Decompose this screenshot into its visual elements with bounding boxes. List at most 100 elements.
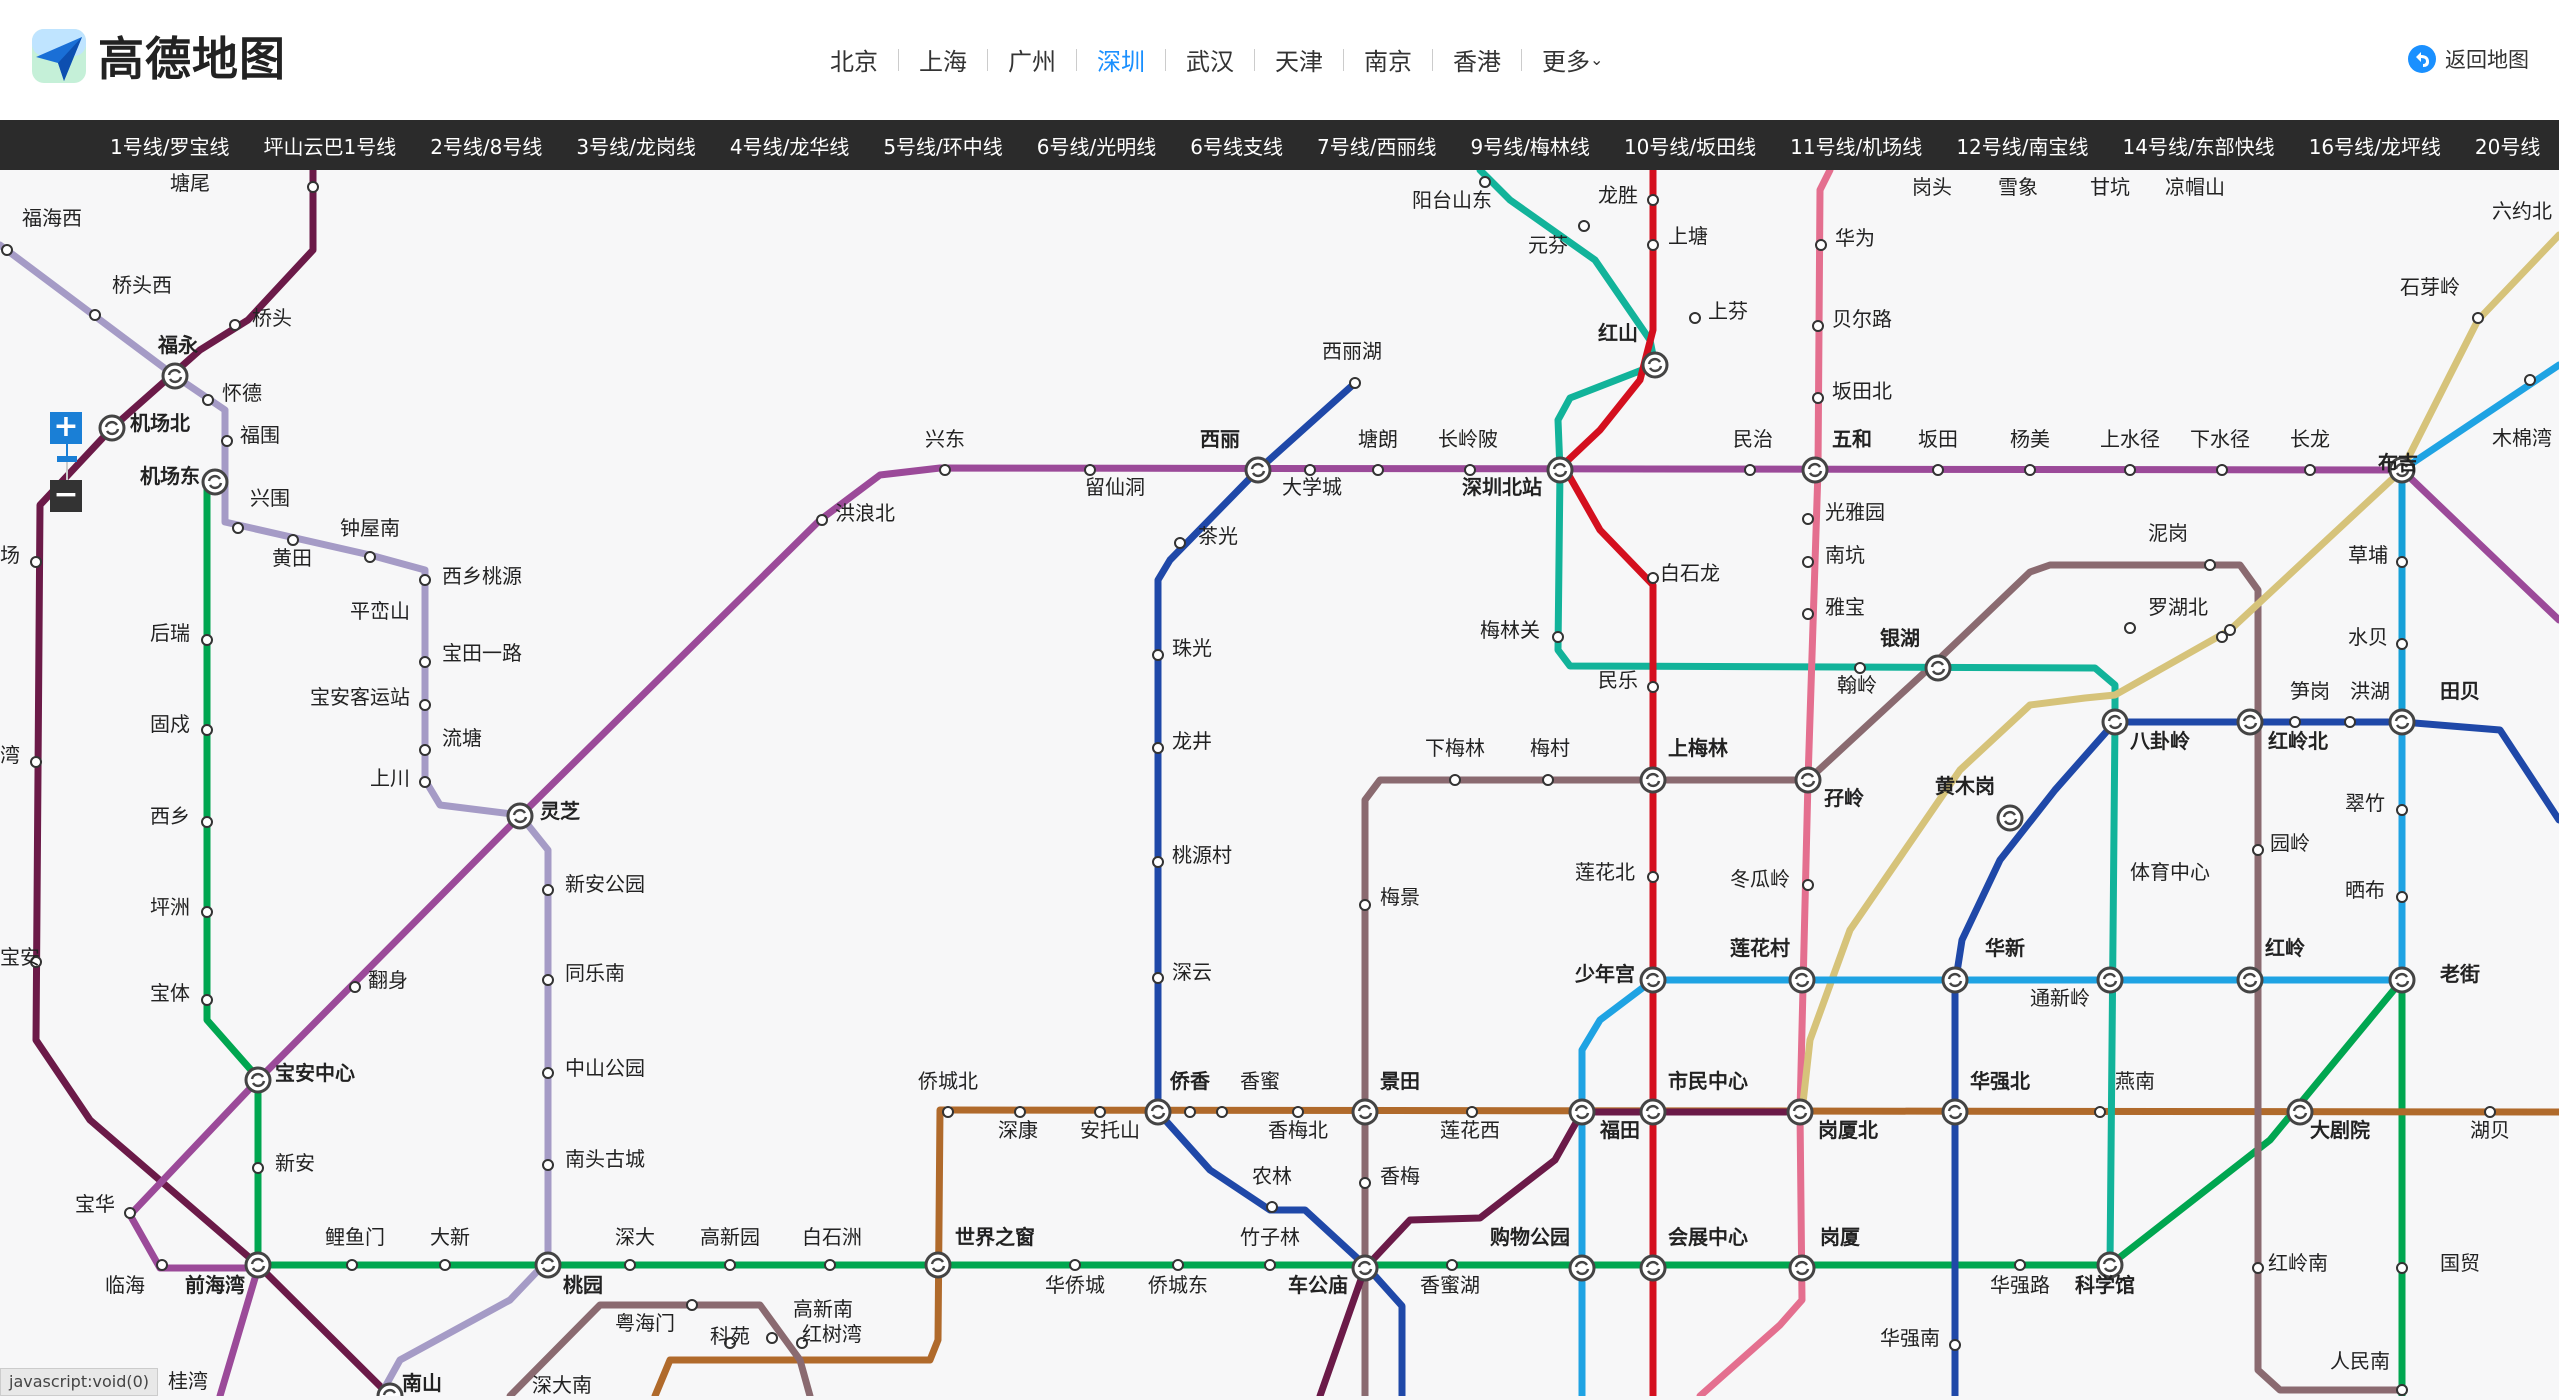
zoom-out-button[interactable]: − bbox=[50, 480, 82, 512]
station-node[interactable] bbox=[1174, 537, 1186, 549]
station-label[interactable]: 安托山 bbox=[1080, 1118, 1140, 1142]
line-tab[interactable]: 16号线/龙坪线 bbox=[2308, 134, 2441, 159]
station-label[interactable]: 华为 bbox=[1835, 226, 1875, 250]
station-label[interactable]: 甘坑 bbox=[2090, 175, 2130, 199]
station-label[interactable]: 燕南 bbox=[2115, 1069, 2155, 1093]
station-node[interactable] bbox=[816, 514, 828, 526]
transfer-icon[interactable] bbox=[2236, 966, 2264, 994]
transfer-icon[interactable] bbox=[1639, 766, 1667, 794]
transfer-icon[interactable] bbox=[1568, 1254, 1596, 1282]
station-label[interactable]: 泥岗 bbox=[2148, 521, 2188, 545]
line-tab[interactable]: 6号线/光明线 bbox=[1036, 134, 1157, 159]
station-node[interactable] bbox=[686, 1299, 698, 1311]
chevron-down-icon[interactable]: ⌄ bbox=[1590, 50, 1604, 69]
station-label[interactable]: 老街 bbox=[2440, 962, 2480, 986]
station-label[interactable]: 岗厦 bbox=[1820, 1225, 1861, 1249]
line-tab[interactable]: 9号线/梅林线 bbox=[1470, 134, 1590, 159]
station-node[interactable] bbox=[232, 522, 244, 534]
station-label[interactable]: 购物公园 bbox=[1490, 1225, 1570, 1249]
transfer-icon[interactable] bbox=[1924, 654, 1952, 682]
station-node[interactable] bbox=[419, 744, 431, 756]
station-label[interactable]: 华强南 bbox=[1880, 1326, 1940, 1350]
station-label[interactable]: 水贝 bbox=[2348, 625, 2388, 649]
station-node[interactable] bbox=[724, 1337, 736, 1349]
station-label[interactable]: 侨城东 bbox=[1148, 1273, 1208, 1297]
station-node[interactable] bbox=[2224, 624, 2236, 636]
station-label[interactable]: 坂田 bbox=[1918, 427, 1958, 451]
station-label[interactable]: 草埔 bbox=[2348, 543, 2388, 567]
station-label[interactable]: 黄木岗 bbox=[1935, 774, 1995, 798]
station-label[interactable]: 深康 bbox=[998, 1118, 1038, 1142]
station-label[interactable]: 桂湾 bbox=[168, 1369, 208, 1393]
station-node[interactable] bbox=[287, 534, 299, 546]
station-label[interactable]: 长龙 bbox=[2290, 427, 2330, 451]
station-label[interactable]: 香蜜湖 bbox=[1420, 1273, 1480, 1297]
transfer-icon[interactable] bbox=[376, 1382, 404, 1400]
line-tab[interactable]: 5号线/环中线 bbox=[883, 134, 1003, 159]
station-label[interactable]: 翰岭 bbox=[1837, 673, 1877, 697]
station-label[interactable]: 华强北 bbox=[1970, 1069, 2030, 1093]
transfer-icon[interactable] bbox=[161, 362, 189, 390]
station-label[interactable]: 桥头西 bbox=[112, 273, 172, 297]
station-label[interactable]: 科苑 bbox=[710, 1324, 750, 1348]
station-label[interactable]: 塘朗 bbox=[1358, 427, 1398, 451]
station-label[interactable]: 灵芝 bbox=[540, 799, 580, 823]
transfer-icon[interactable] bbox=[1641, 351, 1669, 379]
station-label[interactable]: 上芬 bbox=[1708, 299, 1748, 323]
station-node[interactable] bbox=[419, 656, 431, 668]
station-node[interactable] bbox=[1647, 871, 1659, 883]
station-node[interactable] bbox=[1802, 513, 1814, 525]
station-node[interactable] bbox=[1744, 464, 1756, 476]
line-tab[interactable]: 20号线 bbox=[2474, 134, 2541, 159]
line-tab[interactable]: 12号线/南宝线 bbox=[1956, 134, 2089, 159]
station-label[interactable]: 香梅北 bbox=[1268, 1118, 1328, 1142]
station-node[interactable] bbox=[1, 244, 13, 256]
station-node[interactable] bbox=[2216, 464, 2228, 476]
station-label[interactable]: 笋岗 bbox=[2290, 679, 2330, 703]
line-tab[interactable]: 坪山云巴1号线 bbox=[263, 134, 397, 159]
station-label[interactable]: 南山 bbox=[402, 1371, 442, 1395]
station-node[interactable] bbox=[2396, 1384, 2408, 1396]
station-node[interactable] bbox=[1802, 556, 1814, 568]
station-label[interactable]: 市民中心 bbox=[1668, 1069, 1748, 1093]
station-node[interactable] bbox=[1184, 1106, 1196, 1118]
station-node[interactable] bbox=[229, 319, 241, 331]
station-label[interactable]: 莲花西 bbox=[1440, 1118, 1500, 1142]
station-label[interactable]: 桥头 bbox=[252, 306, 292, 330]
station-label[interactable]: 冬瓜岭 bbox=[1730, 867, 1790, 891]
transfer-icon[interactable] bbox=[244, 1066, 272, 1094]
station-node[interactable] bbox=[2472, 312, 2484, 324]
station-label[interactable]: 白石洲 bbox=[802, 1225, 862, 1249]
station-node[interactable] bbox=[2396, 891, 2408, 903]
station-label[interactable]: 杨美 bbox=[2010, 427, 2050, 451]
station-node[interactable] bbox=[1542, 774, 1554, 786]
station-node[interactable] bbox=[1359, 899, 1371, 911]
station-label[interactable]: 大学城 bbox=[1282, 475, 1342, 499]
transfer-icon[interactable] bbox=[1788, 1254, 1816, 1282]
station-label[interactable]: 体育中心 bbox=[2130, 860, 2210, 884]
station-label[interactable]: 景田 bbox=[1380, 1069, 1420, 1093]
station-node[interactable] bbox=[1349, 377, 1361, 389]
station-label[interactable]: 翻身 bbox=[368, 968, 408, 992]
transfer-icon[interactable] bbox=[2388, 456, 2416, 484]
station-node[interactable] bbox=[419, 574, 431, 586]
station-node[interactable] bbox=[2396, 804, 2408, 816]
station-label[interactable]: 长岭陂 bbox=[1438, 427, 1498, 451]
station-label[interactable]: 平峦山 bbox=[350, 599, 410, 623]
station-label[interactable]: 下梅林 bbox=[1425, 736, 1485, 760]
station-label[interactable]: 前海湾 bbox=[185, 1273, 245, 1297]
station-label[interactable]: 人民南 bbox=[2330, 1349, 2390, 1373]
subway-map-canvas[interactable]: 塘尾福海西桥头西桥头福永怀德机场北福围机场东兴围钟屋南黄田西乡桃源平峦山宝田一路… bbox=[0, 166, 2559, 1400]
station-label[interactable]: 西乡 bbox=[150, 804, 190, 828]
station-label[interactable]: 临海 bbox=[105, 1273, 145, 1297]
station-label[interactable]: 车公庙 bbox=[1288, 1273, 1348, 1297]
transfer-icon[interactable] bbox=[2388, 708, 2416, 736]
station-label[interactable]: 洪湖 bbox=[2350, 679, 2390, 703]
transfer-icon[interactable] bbox=[534, 1251, 562, 1279]
station-label[interactable]: 少年宫 bbox=[1574, 962, 1635, 986]
back-to-map-button[interactable]: 返回地图 bbox=[2407, 44, 2529, 74]
station-label[interactable]: 莲花北 bbox=[1575, 860, 1635, 884]
station-node[interactable] bbox=[1172, 1259, 1184, 1271]
station-node[interactable] bbox=[30, 956, 42, 968]
station-label[interactable]: 深圳北站 bbox=[1462, 475, 1542, 499]
